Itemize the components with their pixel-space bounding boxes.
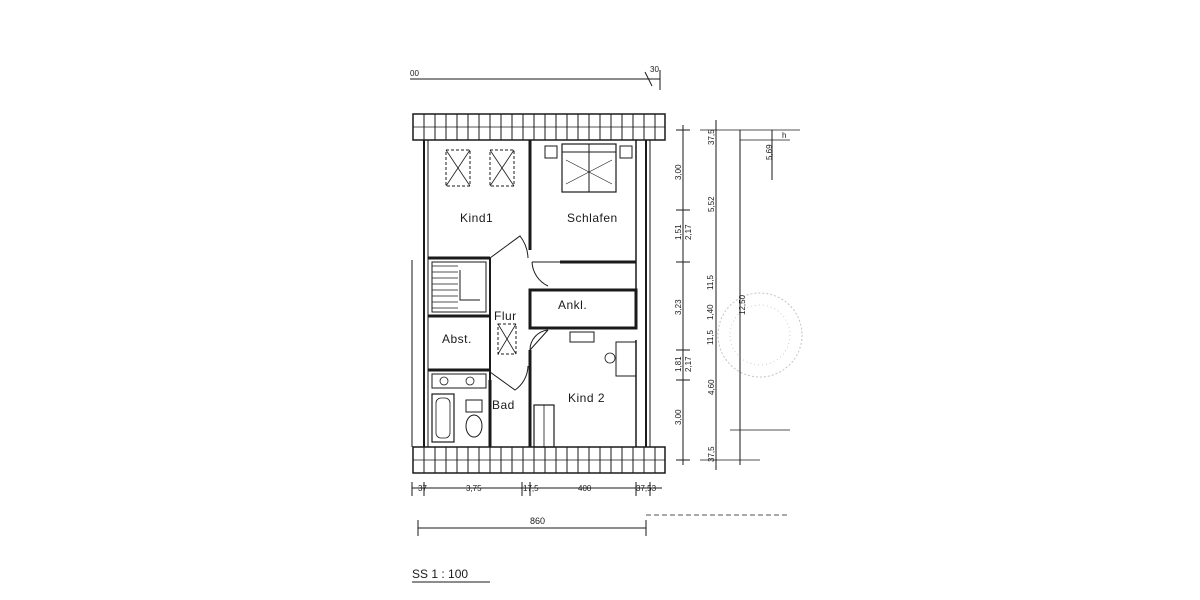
dim-top-right: 30 [650, 65, 659, 74]
dim-bottom-3: 17,5 [523, 484, 539, 493]
bottom-dimension-chain: 37 3,75 17,5 400 37,53 860 [411, 482, 790, 536]
dim-bottom-5: 37,53 [636, 484, 657, 493]
top-dimension-line: 00 30 [410, 65, 661, 90]
dim-outer-1: 37,5 [707, 129, 716, 145]
dim-right-7: 3,00 [674, 409, 683, 425]
dim-outer-3: 12,50 [738, 294, 747, 315]
dim-bottom-total: 860 [530, 516, 545, 526]
dim-right-5: 1,81 [674, 356, 683, 372]
bathtub [431, 393, 455, 443]
double-bed [544, 143, 633, 193]
skylight-kind1-right [489, 149, 515, 187]
dim-right-10: 11,5 [706, 329, 715, 345]
room-label-flur: Flur [494, 309, 517, 323]
right-dimension-chain-outer: 37,5 5,52 12,50 4,60 37,5 5,69 h [700, 120, 800, 470]
dim-outer-5: 37,5 [707, 446, 716, 462]
desk-kind2 [569, 331, 637, 377]
skylight-kind1-left [445, 149, 471, 187]
dim-bottom-1: 37 [418, 484, 427, 493]
dim-outer-2: 5,52 [707, 196, 716, 212]
dim-right-9: 1,40 [706, 304, 715, 320]
skylight-flur [497, 323, 517, 355]
right-dimension-chain-inner: 3,00 1,51 2,17 3,23 1,81 2,17 3,00 11,5 … [674, 125, 715, 465]
room-label-abst: Abst. [442, 332, 472, 346]
dim-outer-6: 5,69 [765, 144, 774, 160]
stamp-seal [717, 292, 803, 378]
wardrobe-kind2 [533, 404, 555, 448]
toilet [465, 399, 483, 438]
roof-band-bottom [412, 446, 666, 474]
room-label-ankl: Ankl. [558, 298, 587, 312]
room-label-schlafen: Schlafen [567, 211, 618, 225]
dim-bottom-4: 400 [578, 484, 592, 493]
dim-outer-4: 4,60 [707, 379, 716, 395]
staircase [431, 261, 487, 313]
interior-walls [428, 140, 638, 447]
dim-outer-7: h [782, 131, 786, 140]
dim-right-8: 11,5 [706, 274, 715, 290]
dim-bottom-2: 3,75 [466, 484, 482, 493]
dim-right-1: 3,00 [674, 164, 683, 180]
room-label-bad: Bad [492, 398, 515, 412]
scale-label: SS 1 : 100 [412, 567, 468, 581]
dim-right-4: 3,23 [674, 299, 683, 315]
washbasins [431, 373, 487, 389]
outer-walls [411, 140, 651, 447]
room-label-kind1: Kind1 [460, 211, 493, 225]
dim-right-3: 2,17 [684, 224, 693, 240]
dim-top-left: 00 [410, 69, 419, 78]
dim-right-6: 2,17 [684, 356, 693, 372]
room-label-kind2: Kind 2 [568, 391, 605, 405]
roof-band-top [412, 113, 666, 141]
dim-right-2: 1,51 [674, 224, 683, 240]
